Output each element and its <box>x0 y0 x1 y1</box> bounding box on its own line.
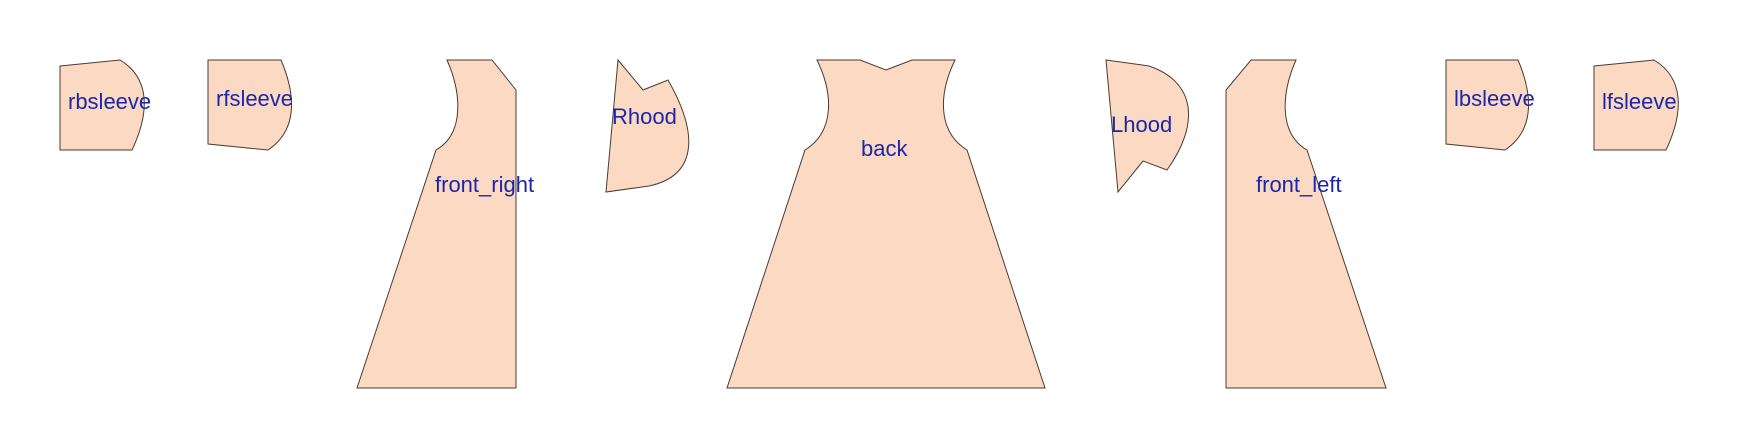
piece-lbsleeve-label: lbsleeve <box>1454 86 1535 111</box>
piece-front-left-shape <box>1225 59 1387 389</box>
piece-rbsleeve: rbsleeve <box>59 59 151 151</box>
piece-front-left-label: front_left <box>1256 172 1342 197</box>
piece-lhood-shape <box>1105 59 1189 194</box>
piece-lbsleeve-shape <box>1445 59 1529 151</box>
piece-lfsleeve-label: lfsleeve <box>1602 89 1677 114</box>
piece-rbsleeve-label: rbsleeve <box>68 89 151 114</box>
piece-lhood-label: Lhood <box>1111 112 1172 137</box>
piece-rhood-shape <box>605 58 690 193</box>
piece-back-shape <box>726 59 1046 389</box>
piece-rfsleeve: rfsleeve <box>207 59 293 151</box>
piece-lfsleeve: lfsleeve <box>1593 59 1679 151</box>
piece-front-right-label: front_right <box>435 172 534 197</box>
piece-front-right: front_right <box>356 59 534 389</box>
piece-rfsleeve-shape <box>207 59 292 151</box>
piece-front-left: front_left <box>1225 59 1387 389</box>
piece-back: back <box>726 59 1046 389</box>
piece-lfsleeve-shape <box>1593 59 1679 151</box>
piece-rbsleeve-shape <box>59 59 145 151</box>
piece-rhood-label: Rhood <box>612 104 677 129</box>
piece-lhood: Lhood <box>1105 59 1189 194</box>
piece-front-right-shape <box>356 59 517 389</box>
piece-rhood: Rhood <box>605 58 690 193</box>
piece-back-label: back <box>861 136 908 161</box>
piece-rfsleeve-label: rfsleeve <box>216 86 293 111</box>
piece-lbsleeve: lbsleeve <box>1445 59 1535 151</box>
